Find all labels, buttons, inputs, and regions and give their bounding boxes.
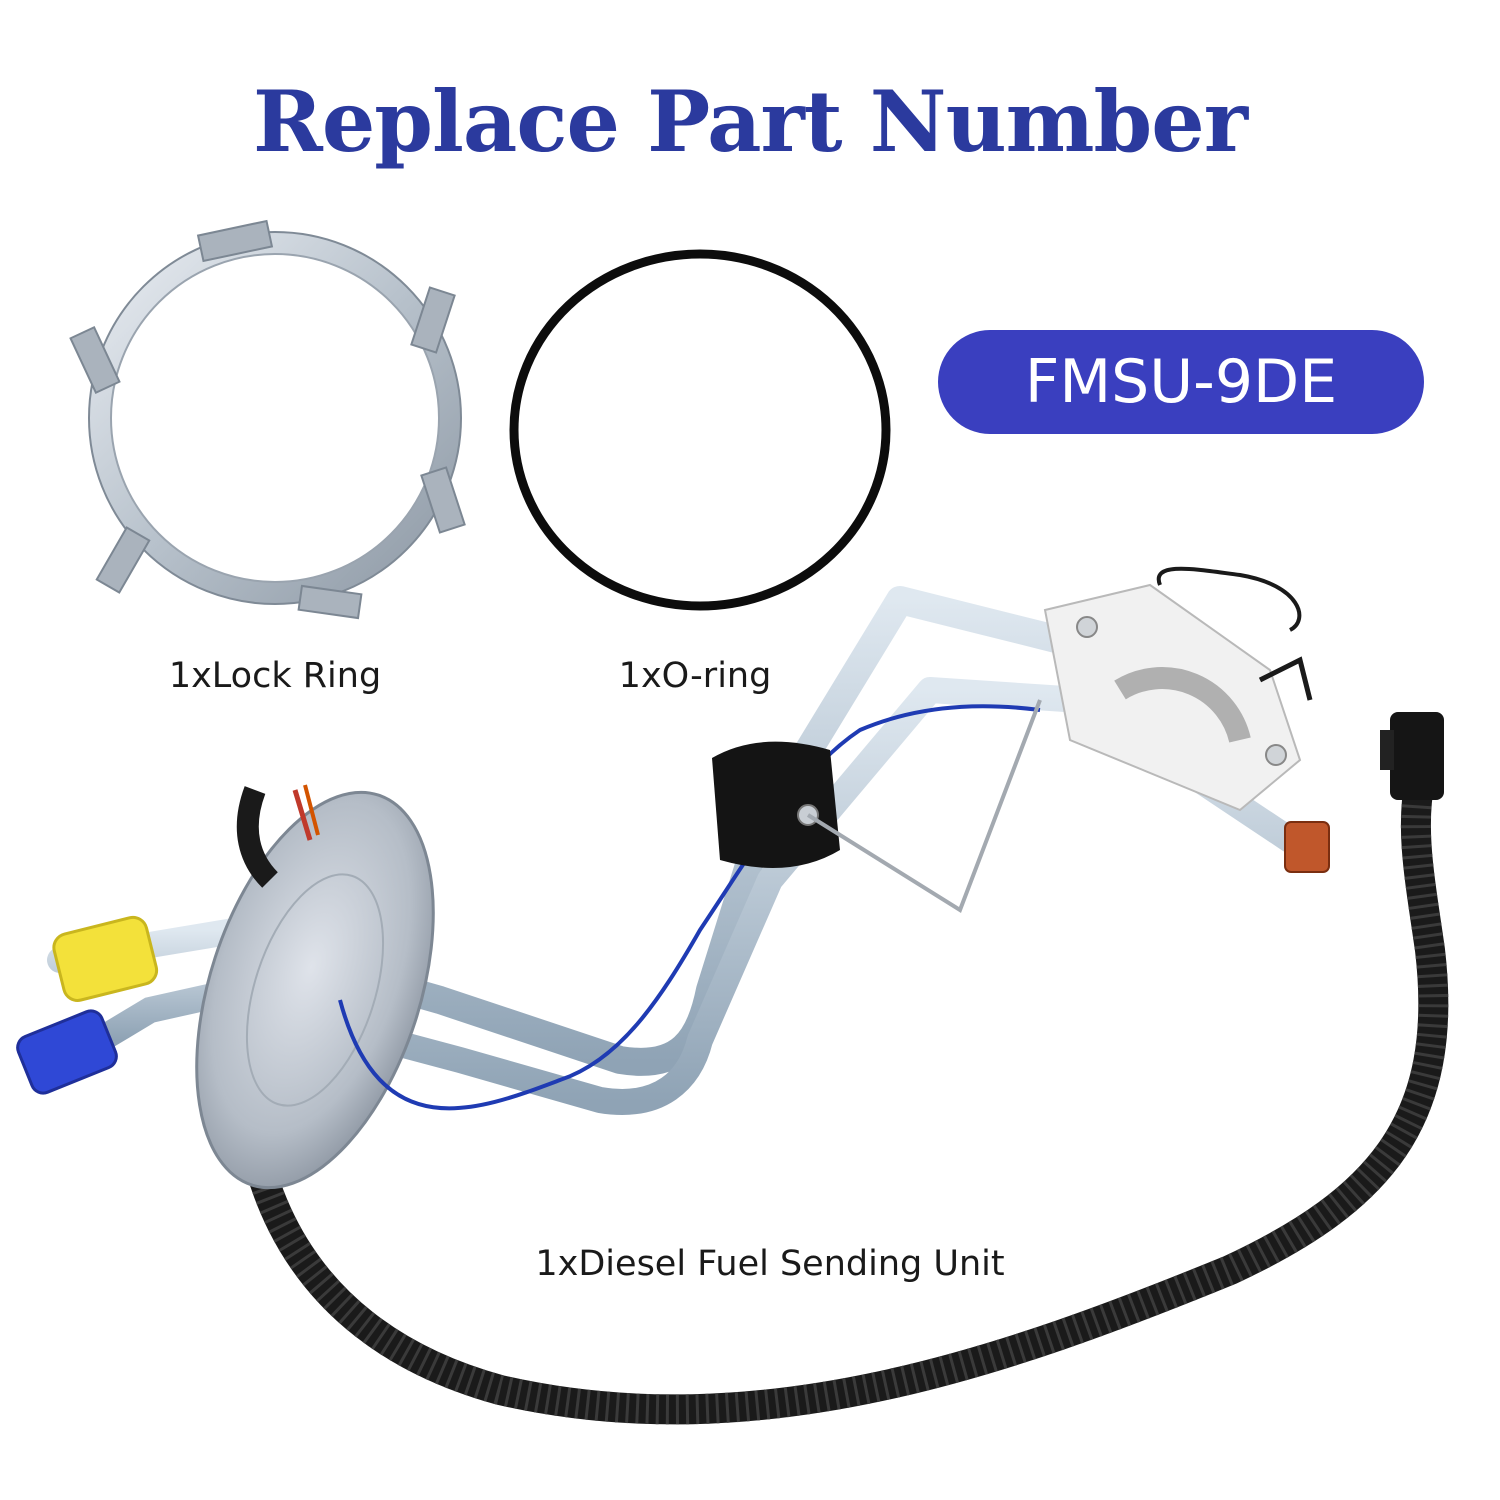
page-title: Replace Part Number (253, 72, 1248, 171)
lock-ring-image (69, 219, 466, 620)
sender-module (1043, 566, 1330, 873)
o-ring-caption: 1xO-ring (618, 656, 772, 696)
sending-unit-caption: 1xDiesel Fuel Sending Unit (535, 1244, 1005, 1284)
lock-ring-caption: 1xLock Ring (168, 656, 382, 696)
part-number-badge: FMSU-9DE (938, 330, 1424, 434)
fuel-sending-unit-image (16, 566, 1449, 1425)
o-ring-image (509, 249, 891, 611)
